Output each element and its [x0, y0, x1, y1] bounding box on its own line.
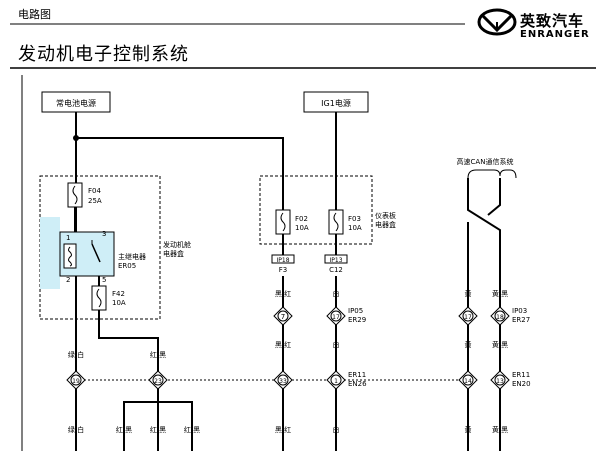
fuse-f03-rating: 10A	[348, 224, 362, 232]
connector-en20: EN20	[512, 380, 531, 388]
pin-f3: F3	[279, 266, 287, 274]
can-bracket	[467, 169, 517, 179]
ig1-source-label: IG1电源	[321, 98, 351, 108]
fuse-f42-id: F42	[112, 290, 125, 298]
svg-text:14: 14	[464, 378, 472, 385]
can-low-wire	[467, 178, 501, 451]
fuse-f02-id: F02	[295, 215, 308, 223]
fuse-f42-rating: 10A	[112, 299, 126, 307]
bottom-wire-red-black-3: 红/黑	[184, 425, 200, 434]
svg-text:17: 17	[464, 314, 472, 321]
wire-color-yellow-black-2: 黄/黑	[492, 340, 508, 349]
relay-name: 主继电器	[118, 252, 146, 261]
fuse-f02-rating: 10A	[295, 224, 309, 232]
wire-color-yellow-2: 黄	[465, 340, 472, 349]
connector-ip05: IP05	[348, 307, 363, 315]
fuse-f03-id: F03	[348, 215, 361, 223]
connector-pin-17-can: 17	[458, 306, 478, 326]
bottom-wire-white: 白	[333, 425, 340, 434]
connector-pin-33: 33	[273, 370, 293, 390]
wire-color-yellow: 黄	[465, 289, 472, 298]
svg-text:IP18: IP18	[276, 257, 289, 264]
connector-er11-can: ER11	[512, 371, 530, 379]
svg-text:19: 19	[72, 378, 80, 385]
can-system-label: 高速CAN通信系统	[457, 157, 514, 166]
connector-pin-1: 1	[326, 370, 346, 390]
page-title: 发动机电子控制系统	[18, 44, 189, 65]
wire-color-black-red: 黑/红	[275, 289, 291, 298]
svg-text:17: 17	[332, 314, 340, 321]
relay-pin-5: 5	[102, 276, 106, 284]
fuse-f04-rating: 25A	[88, 197, 102, 205]
fuse-f04-id: F04	[88, 187, 101, 195]
svg-text:33: 33	[279, 378, 287, 385]
battery-source-label: 常电池电源	[56, 98, 96, 108]
connector-pin-13: 13	[490, 370, 510, 390]
svg-text:18: 18	[496, 314, 504, 321]
instrument-fusebox-label-1: 仪表板	[375, 211, 396, 220]
connector-pin-7: 7	[273, 306, 293, 326]
relay-output-wire	[98, 319, 159, 451]
brand-name-en: ENRANGER	[520, 29, 590, 40]
bottom-wire-yellow: 黄	[465, 425, 472, 434]
bottom-wire-red-black-1: 红/黑	[116, 425, 132, 434]
connector-er27: ER27	[512, 316, 530, 324]
svg-text:23: 23	[154, 378, 162, 385]
svg-text:13: 13	[496, 378, 504, 385]
bottom-wire-yellow-black: 黄/黑	[492, 425, 508, 434]
instrument-fusebox-outline	[259, 175, 373, 245]
battery-branch-wire	[76, 137, 284, 210]
svg-text:7: 7	[281, 313, 285, 321]
bottom-wire-green-white: 绿/白	[68, 425, 84, 434]
category-label: 电路图	[18, 8, 51, 21]
wire-color-white: 白	[333, 289, 340, 298]
relay-code: ER05	[118, 262, 136, 270]
junction-dot	[73, 135, 79, 141]
relay-switch-icon	[91, 243, 101, 263]
connector-pin-19: 19	[66, 370, 86, 390]
red-black-split-wire	[123, 401, 193, 451]
wire-color-white-2: 白	[333, 340, 340, 349]
brand-name-cn: 英致汽车	[520, 12, 585, 30]
connector-en26: EN26	[348, 380, 367, 388]
connector-pin-23: 23	[148, 370, 168, 390]
wire-color-green-white: 绿/白	[68, 350, 84, 359]
svg-text:IP13: IP13	[329, 257, 342, 264]
connector-pin-17-ig: 17	[326, 306, 346, 326]
enranger-logo-icon	[477, 8, 517, 36]
connector-pin-18: 18	[490, 306, 510, 326]
connector-pin-14: 14	[458, 370, 478, 390]
bottom-wire-black-red: 黑/红	[275, 425, 291, 434]
relay-coil-icon	[63, 243, 77, 269]
instrument-fusebox-label-2: 电器盒	[375, 220, 396, 229]
wire-color-black-red-2: 黑/红	[275, 340, 291, 349]
pin-c12: C12	[329, 266, 343, 274]
relay-highlight	[40, 217, 60, 289]
engine-fusebox-label-1: 发动机舱	[163, 240, 191, 249]
relay-pin-3: 3	[102, 230, 106, 238]
wire-color-yellow-black: 黄/黑	[492, 289, 508, 298]
connector-er11: ER11	[348, 371, 366, 379]
connector-er29: ER29	[348, 316, 366, 324]
connector-ip03: IP03	[512, 307, 527, 315]
bottom-wire-red-black-2: 红/黑	[150, 425, 166, 434]
svg-text:1: 1	[334, 378, 338, 385]
engine-fusebox-label-2: 电器盒	[163, 249, 184, 258]
relay-pin-2: 2	[66, 276, 70, 284]
relay-pin-1: 1	[66, 234, 70, 242]
